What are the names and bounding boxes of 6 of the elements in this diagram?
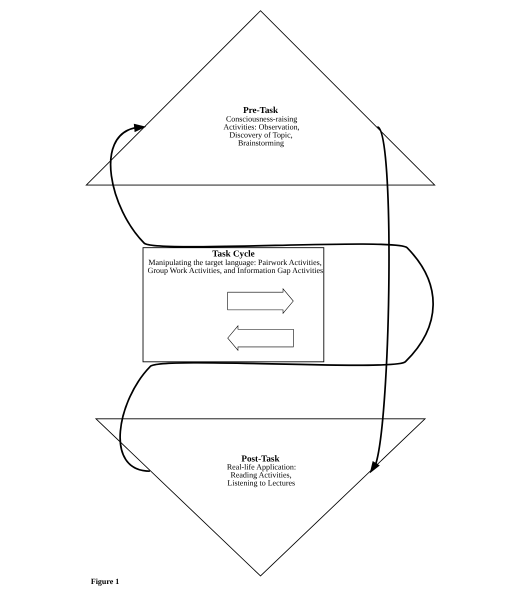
caption: Figure 1 — [90, 577, 119, 586]
arrow — [109, 124, 434, 472]
cluster: Task Cycle Manipulating the target language: Pairwork Activities, Group Work Activities, and Information Gap Activities — [142, 247, 324, 362]
arrow — [369, 126, 390, 474]
node-arrow — [226, 325, 294, 352]
node-arrow — [226, 288, 294, 314]
